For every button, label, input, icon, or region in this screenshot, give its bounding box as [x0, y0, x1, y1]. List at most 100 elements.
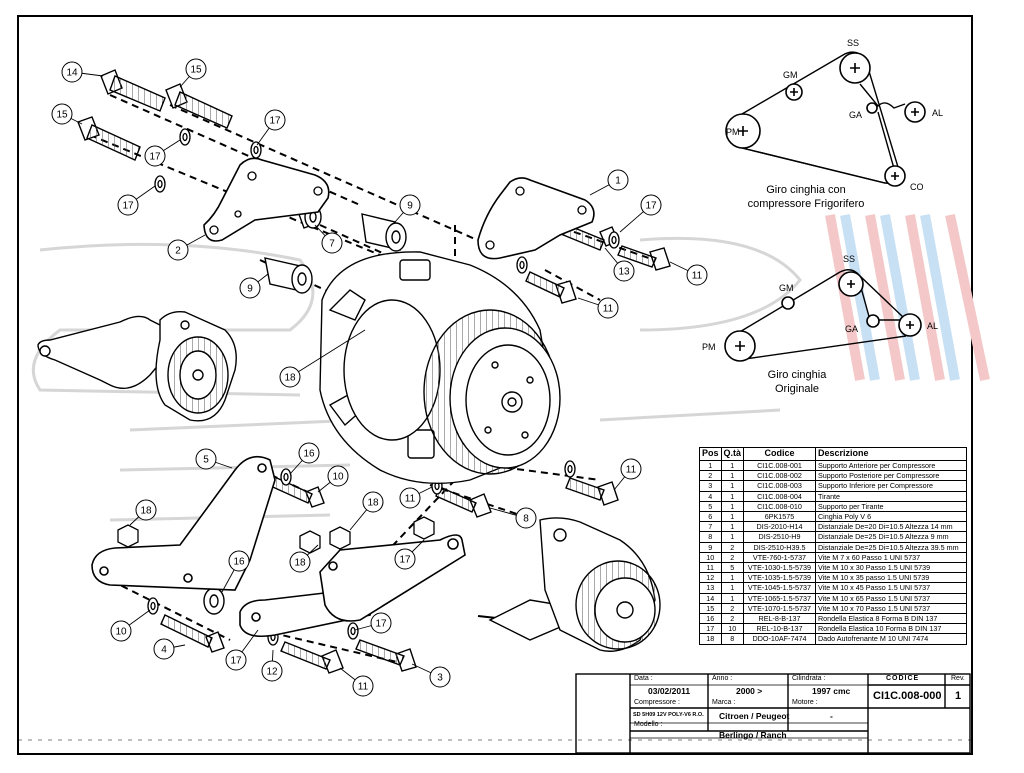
callout-number: 11 — [603, 304, 614, 315]
modello-value: Berlingo / Ranch — [719, 730, 787, 740]
cell-qty: 2 — [720, 613, 745, 625]
cell-desc: Vite M 10 x 30 Passo 1.5 UNI 5739 — [814, 562, 968, 574]
cell-code: VTE-1035-1.5-5739 — [743, 572, 816, 584]
belt-diagram-frigorifero — [725, 51, 926, 187]
cell-qty: 1 — [720, 582, 745, 594]
callout-number: 10 — [115, 627, 127, 638]
cell-desc: Supporto Posteriore per Compressore — [814, 470, 968, 482]
callout-number: 2 — [175, 246, 181, 257]
cell-code: DIS-2510-H39.5 — [743, 541, 816, 553]
callout-balloon — [144, 145, 166, 167]
callout-number: 3 — [437, 673, 443, 684]
drawing-frame — [17, 15, 973, 755]
cell-desc: Tirante — [814, 490, 968, 502]
cell-code: CI1C.008-010 — [743, 500, 816, 513]
label-ss-orig: SS — [843, 254, 855, 264]
bracket-1 — [477, 177, 595, 260]
bolts — [77, 69, 671, 674]
callout-balloon — [399, 487, 421, 509]
cell-desc: Dado Autofrenante M 10 UNI 7474 — [814, 633, 968, 645]
cell-pos: 6 — [699, 511, 722, 523]
bolt-11-c — [565, 477, 619, 506]
caption-orig-line1: Giro cinghia — [768, 369, 828, 381]
cell-qty: 1 — [720, 572, 745, 584]
cell-desc: Vite M 7 x 60 Passo 1 UNI 5737 — [814, 551, 968, 564]
callout-balloon — [195, 448, 217, 470]
cell-pos: 14 — [699, 592, 722, 604]
anno-label: Anno : — [712, 675, 733, 682]
bracket-side-view — [37, 310, 237, 422]
cell-pos: 16 — [699, 613, 722, 625]
callout-balloon — [321, 232, 343, 254]
bolt-10-bottom — [160, 614, 225, 653]
bolt-12 — [280, 641, 344, 674]
label-co-frigo: CO — [910, 182, 924, 192]
lower-brackets — [91, 455, 466, 638]
cell-code: DDO-10AF-7474 — [743, 633, 816, 645]
callout-number: 15 — [56, 110, 68, 121]
callout-number: 8 — [523, 514, 529, 525]
title-block-frame — [575, 673, 971, 754]
cell-code: REL-10-B-137 — [743, 623, 816, 635]
callout-balloon — [362, 491, 384, 513]
cell-desc: Vite M 10 x 45 Passo 1.5 UNI 5737 — [814, 582, 968, 594]
callout-number: 7 — [329, 239, 335, 250]
callout-number: 17 — [122, 201, 134, 212]
cell-code: VTE-1070-1.5-5737 — [743, 602, 816, 615]
label-pm-orig: PM — [702, 342, 716, 352]
belt-diagram-originale — [724, 269, 922, 362]
cell-code: VTE-1065-1.5-5737 — [743, 592, 816, 604]
callout-balloon — [228, 550, 250, 572]
callout-number: 11 — [405, 494, 416, 505]
cell-pos: 5 — [699, 500, 722, 513]
cell-qty: 1 — [720, 459, 745, 472]
data-value: 03/02/2011 — [648, 686, 691, 696]
callout-balloon — [289, 551, 311, 573]
cell-qty: 1 — [720, 480, 745, 492]
cell-code: VTE-1045-1.5-5737 — [743, 582, 816, 594]
cell-pos: 8 — [699, 531, 722, 543]
caption-orig-line2: Originale — [775, 383, 819, 395]
callout-balloon — [167, 239, 189, 261]
bolt-15-left — [77, 116, 141, 161]
motore-label: Motore : — [792, 699, 818, 706]
callout-balloon — [153, 638, 175, 660]
callout-number: 11 — [358, 682, 369, 693]
bracket-2 — [203, 157, 330, 242]
data-label: Data : — [634, 675, 653, 682]
callout-balloon — [399, 194, 421, 216]
cell-pos: 13 — [699, 582, 722, 594]
pulley-ga-frigo — [866, 102, 878, 114]
callout-number: 17 — [645, 201, 657, 212]
callout-balloon — [279, 366, 301, 388]
callout-number: 17 — [149, 152, 161, 163]
callout-number: 17 — [375, 619, 387, 630]
callout-balloon — [370, 612, 392, 634]
cell-qty: 1 — [720, 511, 745, 523]
label-ss-frigo: SS — [847, 38, 859, 48]
cell-pos: 4 — [699, 490, 722, 502]
cell-desc: Distanziale De=25 Di=10.5 Altezza 39.5 m… — [814, 541, 968, 553]
label-al-orig: AL — [927, 321, 938, 331]
cell-qty: 1 — [720, 531, 745, 543]
marca-label: Marca : — [712, 699, 736, 706]
modello-label: Modello : — [634, 721, 663, 728]
cell-desc: Vite M 10 x 65 Passo 1.5 UNI 5737 — [814, 592, 968, 604]
bolt-11-d — [435, 486, 492, 518]
cell-qty: 2 — [720, 551, 745, 564]
callout-number: 18 — [140, 506, 152, 517]
cell-code: CI1C.008-002 — [743, 470, 816, 482]
callout-number: 18 — [284, 373, 296, 384]
cell-qty: 10 — [720, 623, 745, 635]
cell-qty: 5 — [720, 562, 745, 574]
